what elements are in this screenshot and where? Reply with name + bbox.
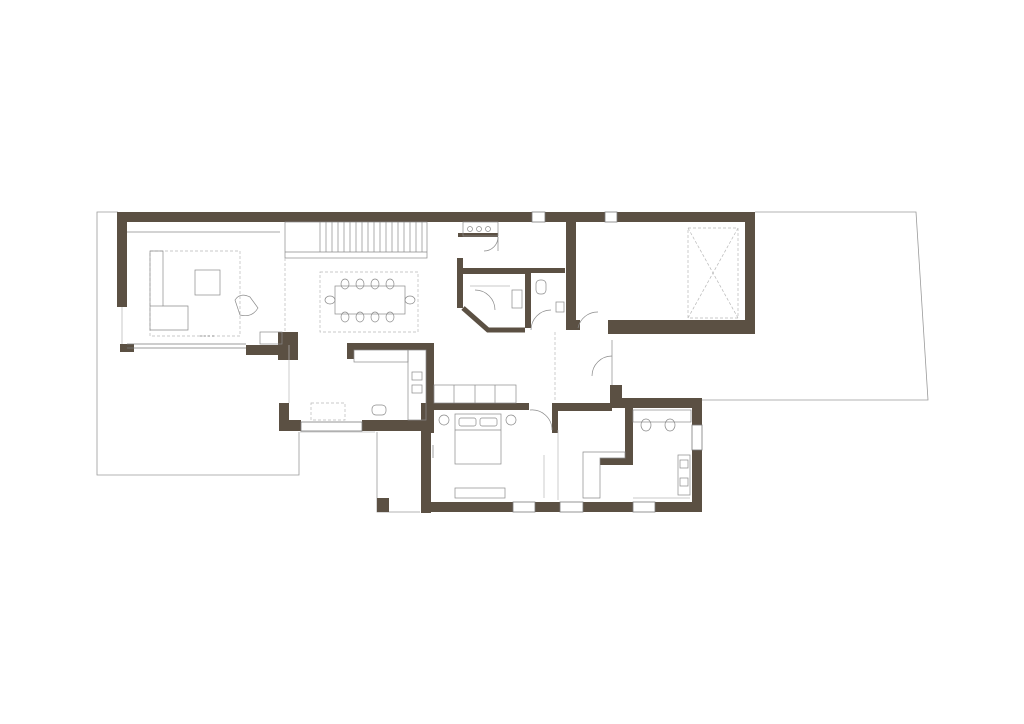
stair-treads <box>319 222 423 252</box>
kitchen-counter <box>407 349 427 421</box>
nightstand-left <box>438 414 450 426</box>
side-cabinet <box>259 331 283 345</box>
living-room <box>127 231 283 349</box>
bedroom-2 <box>557 430 626 500</box>
toilet <box>535 279 547 295</box>
kitchen <box>288 345 427 421</box>
double-bed <box>454 413 502 465</box>
dining-table <box>334 285 406 315</box>
corner-sofa <box>582 451 626 499</box>
dining-area <box>284 258 419 333</box>
shower-tray <box>677 454 691 496</box>
bathroom <box>632 409 692 499</box>
bath-vanity <box>632 409 692 423</box>
walls <box>117 212 755 513</box>
door-swing <box>483 236 499 252</box>
coffee-table <box>194 269 221 296</box>
sofa <box>149 250 189 331</box>
windows <box>300 211 703 513</box>
dining-rug <box>319 271 419 333</box>
garage-door-swing <box>577 311 599 329</box>
dining-chairs <box>324 278 416 323</box>
staircase <box>284 221 428 259</box>
kitchen-island <box>353 349 409 363</box>
terrace-outline <box>121 307 375 433</box>
hall-cabinet <box>462 221 499 237</box>
armchair <box>234 294 259 317</box>
entrance-hall <box>461 221 613 431</box>
entrance-door-swing <box>591 355 613 377</box>
dresser <box>454 487 506 499</box>
master-bedroom <box>432 384 545 499</box>
site-boundary <box>96 211 929 513</box>
nightstand-right <box>505 414 517 426</box>
wc-sink <box>511 289 523 309</box>
garage <box>687 227 739 319</box>
car-space <box>687 227 739 319</box>
